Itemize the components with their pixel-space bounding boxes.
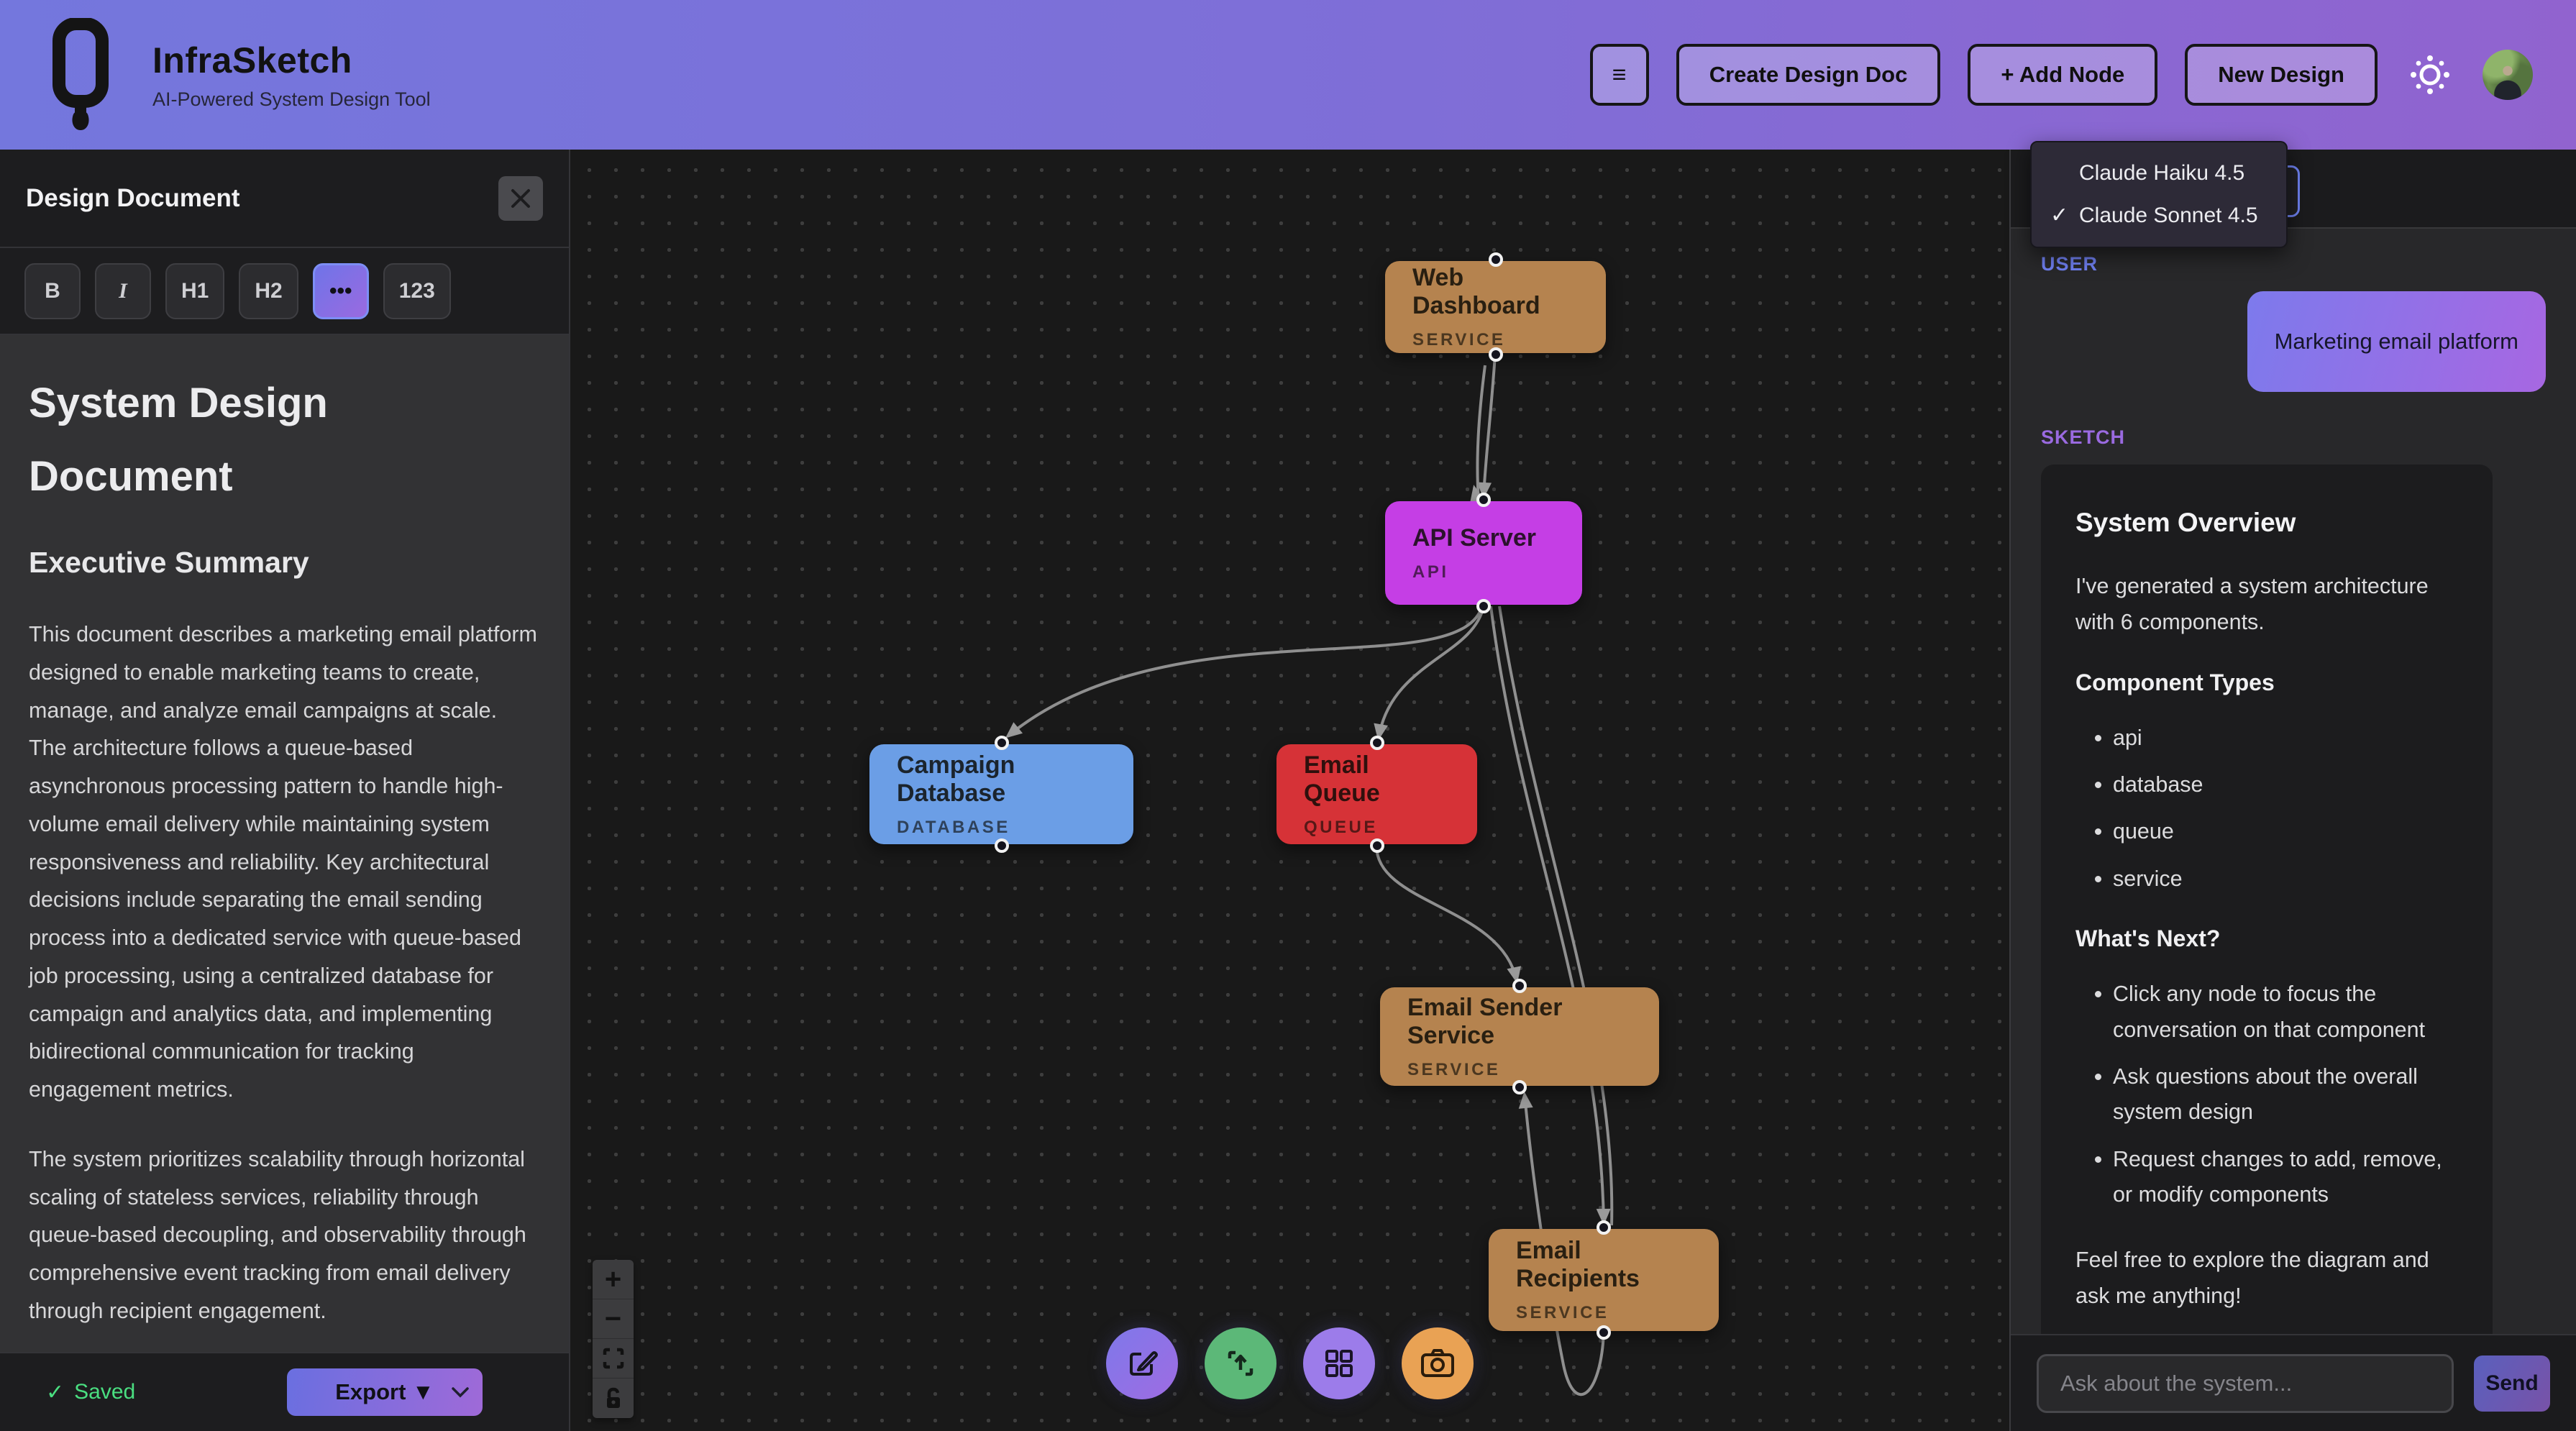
export-button[interactable]: Export ▼: [287, 1368, 483, 1416]
saved-status: ✓ Saved: [46, 1380, 135, 1405]
edit-button[interactable]: [1106, 1327, 1178, 1399]
doc-panel-footer: ✓ Saved Export ▼: [0, 1352, 569, 1431]
zoom-out-button[interactable]: −: [593, 1299, 634, 1339]
doc-heading: System Design Document: [29, 380, 328, 500]
zoom-in-button[interactable]: +: [593, 1260, 634, 1299]
node-handle[interactable]: [994, 736, 1009, 750]
list-item: queue: [2113, 814, 2458, 849]
layout-button[interactable]: [1303, 1327, 1375, 1399]
whats-next-list: Click any node to focus the conversation…: [2075, 977, 2458, 1212]
fit-view-icon: [603, 1348, 624, 1369]
doc-subheading: Executive Summary: [29, 546, 309, 579]
doc-panel-title: Design Document: [26, 183, 240, 212]
app-tagline: AI-Powered System Design Tool: [152, 88, 431, 110]
assistant-message-card: System Overview I've generated a system …: [2041, 465, 2493, 1334]
model-option-haiku[interactable]: Claude Haiku 4.5: [2079, 161, 2245, 185]
node-handle[interactable]: [1488, 347, 1503, 362]
node-api-server[interactable]: API Server API: [1385, 493, 1582, 613]
node-campaign-database[interactable]: Campaign Database DATABASE: [869, 736, 1133, 853]
node-handle[interactable]: [994, 838, 1009, 853]
design-document-panel: Design Document B I H1 H2 ••• 123 System…: [0, 150, 570, 1431]
screenshot-button[interactable]: [1402, 1327, 1474, 1399]
menu-button[interactable]: ≡: [1589, 44, 1649, 106]
node-handle[interactable]: [1512, 979, 1527, 993]
assistant-intro: I've generated a system architecture wit…: [2075, 574, 2429, 635]
close-doc-panel-button[interactable]: [498, 175, 543, 221]
brand-block: InfraSketch AI-Powered System Design Too…: [152, 40, 431, 111]
node-email-queue[interactable]: Email Queue QUEUE: [1276, 736, 1477, 853]
doc-panel-header: Design Document: [0, 150, 569, 248]
diagram-canvas[interactable]: Web Dashboard SERVICE API Server API Cam…: [570, 150, 2009, 1431]
create-design-doc-button[interactable]: Create Design Doc: [1676, 44, 1941, 106]
node-handle[interactable]: [1476, 599, 1491, 613]
doc-paragraph: This document describes a marketing emai…: [29, 622, 537, 1102]
grid-icon: [1325, 1350, 1353, 1377]
hamburger-icon: ≡: [1612, 60, 1627, 88]
chat-input-bar: Send: [2011, 1334, 2576, 1431]
node-email-sender-service[interactable]: Email Sender Service SERVICE: [1380, 979, 1659, 1094]
app-title: InfraSketch: [152, 40, 352, 81]
list-item: api: [2113, 721, 2458, 756]
theme-toggle-sun-icon[interactable]: [2405, 50, 2455, 100]
fit-view-button[interactable]: [593, 1339, 634, 1379]
share-button[interactable]: [1205, 1327, 1276, 1399]
component-types-heading: Component Types: [2075, 669, 2275, 695]
diagram-edges: [1005, 354, 1614, 1396]
node-handle[interactable]: [1369, 838, 1384, 853]
model-option-sonnet[interactable]: ✓ Claude Sonnet 4.5: [2050, 203, 2258, 228]
canvas-action-toolbar: [1106, 1327, 1474, 1399]
heading2-button[interactable]: H2: [239, 262, 298, 319]
list-item: Click any node to focus the conversation…: [2113, 977, 2458, 1048]
node-handle[interactable]: [1369, 736, 1384, 750]
app-logo-icon: [47, 18, 134, 132]
upload-arrow-icon: [1228, 1350, 1253, 1376]
node-email-recipients[interactable]: Email Recipients SERVICE: [1489, 1220, 1719, 1340]
model-dropdown-menu: Claude Haiku 4.5 ✓ Claude Sonnet 4.5: [2030, 141, 2288, 248]
chat-panel: USER Marketing email platform SKETCH Sys…: [2009, 150, 2576, 1431]
add-node-button[interactable]: + Add Node: [1968, 44, 2158, 106]
user-message-bubble: Marketing email platform: [2247, 291, 2546, 392]
user-role-label: USER: [2041, 253, 2098, 275]
node-handle[interactable]: [1597, 1220, 1611, 1235]
user-avatar[interactable]: [2483, 50, 2533, 100]
chat-input[interactable]: [2037, 1353, 2454, 1413]
doc-paragraph: The system prioritizes scalability throu…: [29, 1146, 526, 1323]
node-handle[interactable]: [1488, 252, 1503, 267]
bold-button[interactable]: B: [24, 262, 81, 319]
heading1-button[interactable]: H1: [165, 262, 225, 319]
assistant-outro: Feel free to explore the diagram and ask…: [2075, 1247, 2429, 1308]
node-handle[interactable]: [1512, 1080, 1527, 1094]
new-design-button[interactable]: New Design: [2185, 44, 2378, 106]
doc-format-toolbar: B I H1 H2 ••• 123: [0, 248, 569, 335]
check-icon: ✓: [46, 1380, 65, 1404]
saved-label: Saved: [74, 1380, 136, 1404]
chat-messages[interactable]: USER Marketing email platform SKETCH Sys…: [2011, 229, 2576, 1334]
header: InfraSketch AI-Powered System Design Too…: [0, 0, 2576, 150]
sketch-role-label: SKETCH: [2041, 426, 2126, 448]
numbered-list-button[interactable]: 123: [383, 262, 451, 319]
bullet-list-button[interactable]: •••: [312, 262, 369, 319]
list-item: Ask questions about the overall system d…: [2113, 1059, 2458, 1130]
send-button[interactable]: Send: [2474, 1355, 2550, 1412]
check-icon: ✓: [2050, 204, 2069, 227]
whats-next-heading: What's Next?: [2075, 925, 2221, 952]
doc-editor[interactable]: System Design Document Executive Summary…: [0, 335, 569, 1352]
camera-icon: [1421, 1349, 1454, 1377]
pencil-icon: [1130, 1351, 1158, 1376]
lock-button[interactable]: [593, 1379, 634, 1418]
chevron-down-icon: [452, 1387, 469, 1398]
assistant-heading: System Overview: [2075, 508, 2296, 537]
node-web-dashboard[interactable]: Web Dashboard SERVICE: [1385, 252, 1606, 362]
node-handle[interactable]: [1597, 1325, 1611, 1340]
list-item: database: [2113, 767, 2458, 803]
list-item: Request changes to add, remove, or modif…: [2113, 1142, 2458, 1213]
unlock-icon: [606, 1387, 620, 1408]
zoom-controls: + −: [593, 1260, 634, 1418]
list-item: service: [2113, 861, 2458, 897]
node-handle[interactable]: [1476, 493, 1491, 507]
italic-button[interactable]: I: [95, 262, 151, 319]
component-types-list: api database queue service: [2075, 721, 2458, 897]
